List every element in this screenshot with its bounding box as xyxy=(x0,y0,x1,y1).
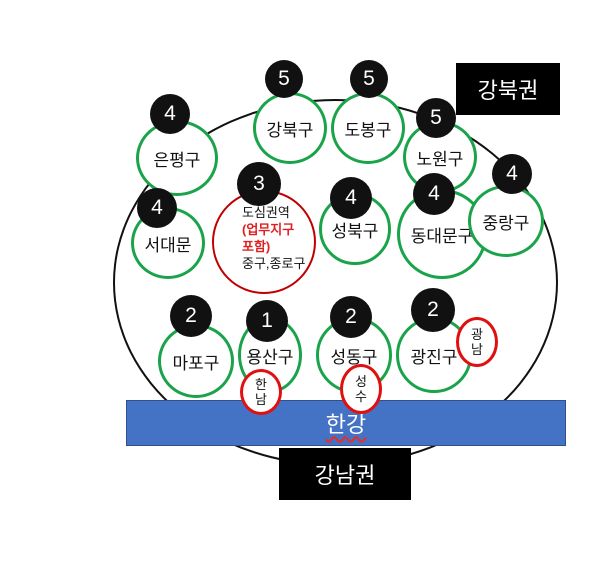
level-badge-dongdaemun: 4 xyxy=(413,173,455,215)
district-dobong: 도봉구 xyxy=(331,92,405,164)
district-downtown: 도심권역 (업무지구 포함) 중구,종로구 xyxy=(212,190,316,294)
downtown-text: 도심권역 (업무지구 포함) 중구,종로구 xyxy=(242,204,312,272)
level-badge-eunpyeong: 4 xyxy=(150,94,190,134)
south-region-label: 강남권 xyxy=(279,448,411,500)
hannam-line-2: 남 xyxy=(255,392,267,407)
level-badge-seongbuk: 4 xyxy=(330,177,372,219)
seongsu-line-1: 성 xyxy=(355,374,367,389)
downtown-line-4: 중구,종로구 xyxy=(242,256,306,271)
downtown-line-2: (업무지구 xyxy=(242,222,295,237)
level-badge-gangbuk: 5 xyxy=(265,60,303,98)
hannam-line-1: 한 xyxy=(255,377,267,392)
level-badge-gwangjin: 2 xyxy=(411,288,455,332)
level-badge-seodaemun: 4 xyxy=(137,188,177,228)
downtown-line-3: 포함) xyxy=(242,239,271,254)
level-badge-downtown: 3 xyxy=(237,162,281,206)
level-badge-yongsan: 1 xyxy=(246,300,288,342)
level-badge-nowon: 5 xyxy=(416,98,456,138)
district-jungnang: 중랑구 xyxy=(468,185,544,257)
level-badge-jungnang: 4 xyxy=(492,154,532,194)
level-badge-dobong: 5 xyxy=(350,60,388,98)
level-badge-seongdong: 2 xyxy=(330,296,372,338)
level-badge-mapo: 2 xyxy=(170,295,212,337)
han-river-label: 한강 xyxy=(325,412,367,437)
downtown-line-1: 도심권역 xyxy=(242,205,290,220)
seongsu-line-2: 수 xyxy=(355,389,367,404)
han-river-band: 한강 xyxy=(126,400,566,446)
gwangnam-line-1: 광 xyxy=(471,327,483,342)
district-gangbuk: 강북구 xyxy=(253,92,327,164)
north-region-label: 강북권 xyxy=(456,63,560,115)
gwangnam-line-2: 남 xyxy=(471,342,483,357)
